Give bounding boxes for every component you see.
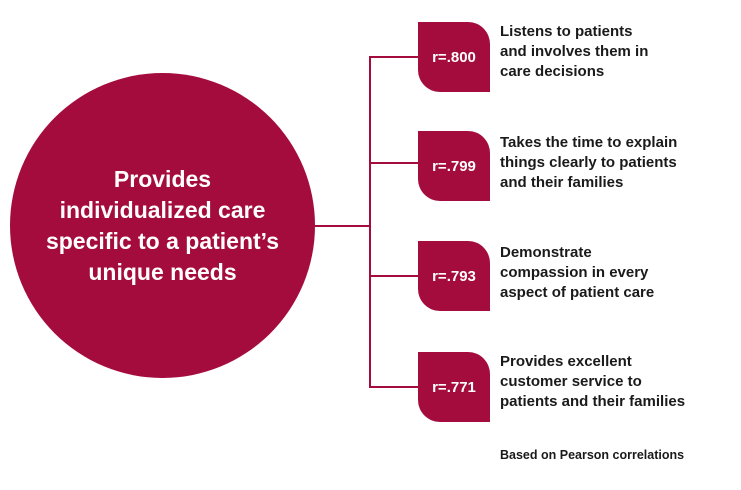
central-node-label: Provides individualized care specific to… <box>45 165 280 285</box>
central-node-circle: Provides individualized care specific to… <box>10 73 315 378</box>
item-label-3: Demonstrate compassion in every aspect o… <box>500 244 655 301</box>
item-label-4: Provides excellent customer service to p… <box>500 353 686 410</box>
correlation-badge-4: r=.771 <box>418 352 490 422</box>
item-label-2: Takes the time to explain things clearly… <box>500 134 678 191</box>
footnote: Based on Pearson correlations <box>500 448 685 462</box>
correlation-badge-2: r=.799 <box>418 131 490 201</box>
item-label-1: Listens to patients and involves them in… <box>500 23 649 80</box>
correlation-badge-3: r=.793 <box>418 241 490 311</box>
correlation-badge-1: r=.800 <box>418 22 490 92</box>
